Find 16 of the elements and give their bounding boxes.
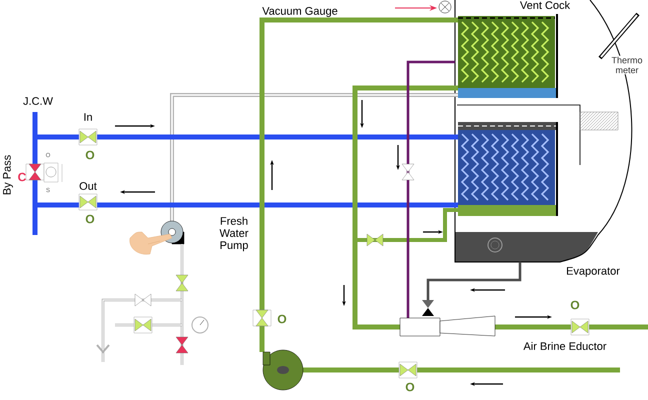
component-label: Vent Cock — [520, 0, 570, 10]
valve-state-label: O — [278, 314, 286, 324]
component-label: Evaporator — [567, 267, 620, 277]
component-label: Air Brine Eductor — [523, 342, 606, 350]
valve-state-label: C — [18, 172, 26, 182]
valve-state-label: O — [570, 300, 580, 310]
component-label: J.C.W — [23, 97, 53, 105]
component-label: By Pass — [3, 155, 13, 194]
valve-state-label: O — [406, 382, 414, 392]
valve-state-label: O — [86, 150, 94, 160]
valve-state-label: O — [86, 214, 94, 224]
component-label: Thermo meter — [609, 56, 645, 74]
component-label: In — [84, 113, 92, 121]
component-label: Vacuum Gauge — [262, 7, 338, 17]
component-label: Out — [80, 182, 97, 190]
component-label: Fresh Water Pump — [211, 216, 257, 252]
